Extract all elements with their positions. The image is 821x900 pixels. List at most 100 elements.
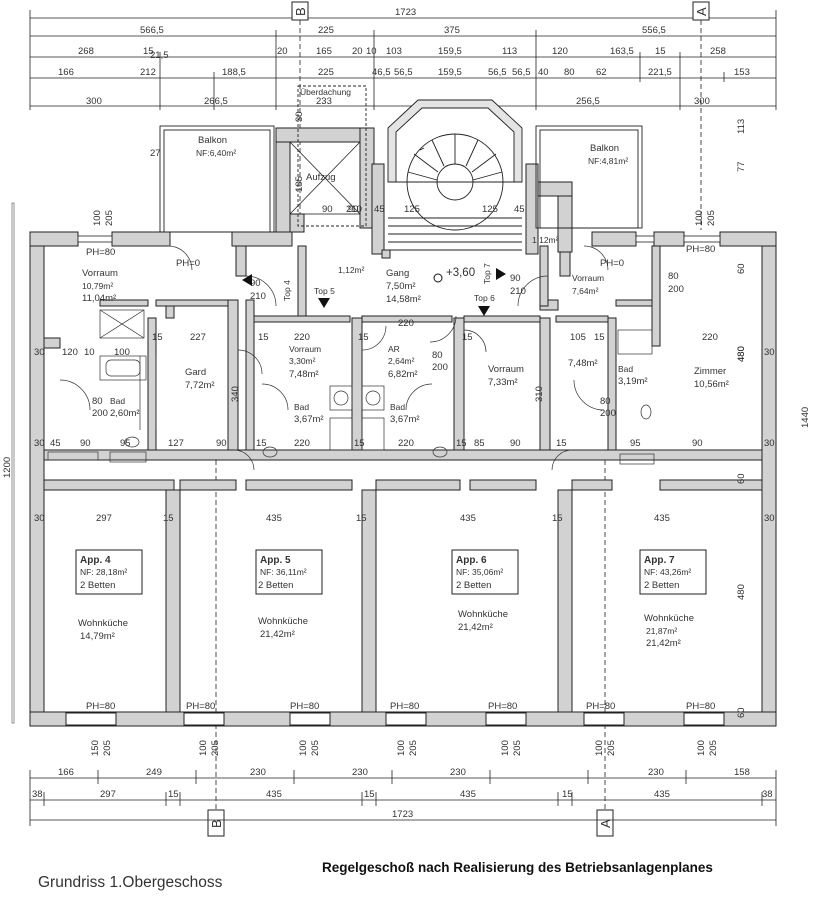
dim-top: 566,5 — [140, 25, 164, 36]
plan-subtitle: Regelgeschoß nach Realisierung des Betri… — [322, 860, 713, 875]
inner-dim: 15 — [258, 332, 269, 343]
dim-top: 225 — [318, 67, 334, 78]
inner-dim: 90 — [510, 273, 521, 284]
inner-dim: 15 — [552, 513, 563, 524]
vorraum-right-label: Vorraum — [572, 273, 604, 283]
dim-top: 163,5 — [610, 46, 634, 57]
inner-dim-vert: 310 — [534, 386, 545, 402]
inner-dim-vert: 30 — [294, 111, 305, 122]
ph-label: PH=80 — [586, 701, 615, 712]
app-6-nf: NF: 35,06m² — [456, 567, 503, 577]
vorraum-left-area-1: 10,79m² — [82, 281, 113, 291]
gang-label: Gang — [386, 268, 409, 279]
ph-label: PH=80 — [186, 701, 215, 712]
balkon-left-label: Balkon — [198, 135, 227, 146]
vorraum-6-label: Vorraum — [488, 364, 524, 375]
dim-top: 120 — [552, 46, 568, 57]
dim-top: 15 — [143, 46, 154, 57]
dim-top: 80 — [564, 67, 575, 78]
plan-title: Grundriss 1.Obergeschoss — [38, 874, 223, 891]
dim-bottom: 15 — [168, 789, 179, 800]
dim-right: 480 — [736, 346, 747, 362]
ueberdachung-label: Überdachung — [300, 87, 351, 97]
dim-bottom: 297 — [100, 789, 116, 800]
dim-top: 56,5 — [488, 67, 507, 78]
app-5-area: 21,42m² — [260, 629, 295, 640]
windows-top — [77, 235, 721, 243]
inner-dim: 15 — [462, 332, 473, 343]
inner-dim: 220 — [398, 438, 414, 449]
inner-dim: 45 — [514, 204, 525, 215]
balkon-left-area: NF:6,40m² — [196, 148, 236, 158]
apartment-boxes — [75, 549, 707, 595]
dim-top: 221,5 — [648, 67, 672, 78]
dim-top: 212 — [140, 67, 156, 78]
aufzug-shaft — [289, 141, 361, 215]
inner-dim: 15 — [456, 438, 467, 449]
section-markers: B A B A — [207, 1, 710, 837]
vorraum-right-area: 7,64m² — [572, 286, 599, 296]
dim-top: 256,5 — [576, 96, 600, 107]
inner-dim-vert: 100 — [500, 740, 511, 756]
inner-dim: 220 — [702, 332, 718, 343]
inner-dim: 15 — [356, 513, 367, 524]
ph-label: PH=80 — [86, 247, 115, 258]
app-6-room: Wohnküche — [458, 609, 508, 620]
app-7-nf: NF: 43,26m² — [644, 567, 691, 577]
vorraum-6-area: 7,33m² — [488, 377, 518, 388]
inner-dim: 15 — [556, 438, 567, 449]
inner-dim-vert: 100 — [198, 740, 209, 756]
inner-dim: 125 — [404, 204, 420, 215]
inner-dim: 220 — [398, 318, 414, 329]
top-5-label: Top 5 — [314, 286, 335, 296]
dim-top: 258 — [710, 46, 726, 57]
gard-label: Gard — [185, 367, 206, 378]
bad-6-label: Bad — [390, 402, 405, 412]
inner-dim-vert: 100 — [696, 740, 707, 756]
balkon-right-area: NF:4,81m² — [588, 156, 628, 166]
inner-dim: 90 — [322, 204, 333, 215]
inner-dim: 210 — [250, 291, 266, 302]
app-4-betten: 2 Betten — [80, 580, 115, 591]
inner-dim-vert: 100 — [92, 210, 103, 226]
inner-dim: 95 — [120, 438, 131, 449]
inner-dim: 227 — [190, 332, 206, 343]
dim-top: 15 — [655, 46, 666, 57]
app-6-title: App. 6 — [456, 555, 487, 566]
staircase — [387, 99, 523, 251]
inner-dim-vert: 205 — [310, 740, 321, 756]
dim-top: 20 — [277, 46, 288, 57]
gang-area-1: 7,50m² — [386, 281, 416, 292]
dim-right: 77 — [736, 161, 747, 172]
inner-dim: 85 — [474, 438, 485, 449]
bad-6-area: 3,67m² — [390, 414, 420, 425]
dim-right: 60 — [736, 707, 747, 718]
inner-dim: 80 — [92, 396, 103, 407]
inner-dim: 210 — [346, 204, 362, 215]
inner-dim-vert: 480 — [736, 346, 747, 362]
ar-area-2: 6,82m² — [388, 369, 418, 380]
dim-top: 10 — [366, 46, 377, 57]
vorraum-left-label: Vorraum — [82, 268, 118, 279]
inner-dim: 90 — [216, 438, 227, 449]
room-7-area: 7,48m² — [568, 358, 598, 369]
top-4-label: Top 4 — [282, 280, 292, 301]
level-label: +3,60 — [446, 267, 475, 279]
inner-dim-vert: 205 — [512, 740, 523, 756]
inner-dim-vert: 205 — [210, 740, 221, 756]
inner-dim-vert: 340 — [230, 386, 241, 402]
dim-bottom: 15 — [364, 789, 375, 800]
inner-dim: 80 — [600, 396, 611, 407]
dim-bottom: 38 — [762, 789, 773, 800]
ph-label: PH=80 — [290, 701, 319, 712]
inner-dim-vert: 205 — [706, 210, 717, 226]
app-6-area: 21,42m² — [458, 622, 493, 633]
dim-top: 165 — [316, 46, 332, 57]
bad-5-label: Bad — [294, 402, 309, 412]
vorraum-5-area-1: 3,30m² — [289, 356, 316, 366]
ph0-label: PH=0 — [176, 258, 200, 269]
inner-dim: 90 — [80, 438, 91, 449]
door-swings — [59, 245, 609, 471]
inner-dim: 297 — [96, 513, 112, 524]
